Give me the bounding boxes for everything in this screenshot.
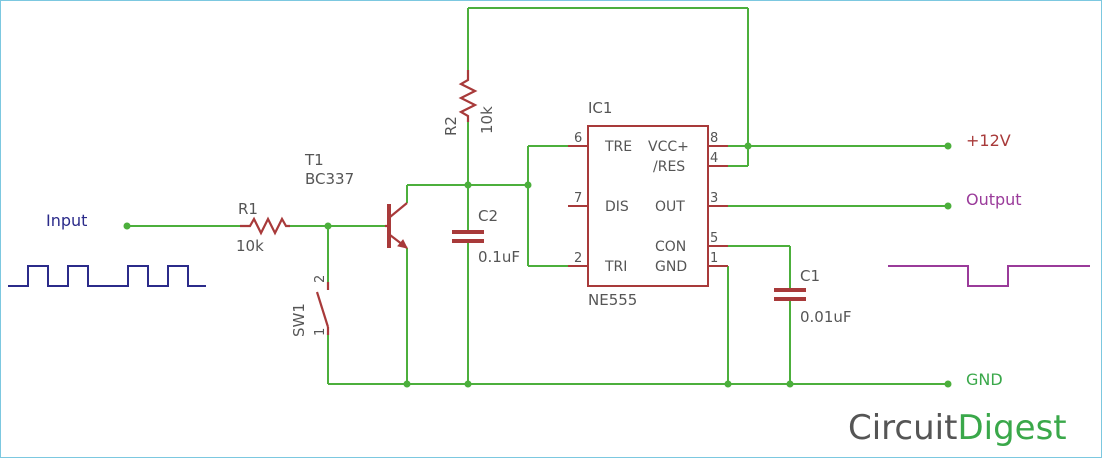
pin-res-label: /RES: [653, 159, 685, 175]
junction-gnd-pin1: [724, 380, 732, 388]
wires: [127, 7, 948, 385]
transistor-t1: [385, 202, 408, 249]
r2-name: R2: [442, 116, 460, 136]
logo-part-digest: Digest: [957, 408, 1066, 448]
junction-trig: [524, 181, 532, 189]
sw1-pin1: 1: [313, 328, 328, 336]
pin-tre-label: TRE: [604, 139, 632, 155]
ic-model: NE555: [588, 291, 637, 309]
terminal-vcc: [944, 142, 952, 150]
output-pulse-wave: [888, 265, 1090, 287]
junction-gnd-c2: [464, 380, 472, 388]
sw1-name: SW1: [290, 303, 308, 337]
pin-2-number: 2: [574, 251, 582, 266]
input-label: Input: [46, 211, 87, 230]
resistor-r2: [458, 70, 478, 122]
input-square-wave: [8, 265, 206, 287]
r1-value: 10k: [236, 237, 264, 255]
junction-gnd-c1: [786, 380, 794, 388]
pin-4-number: 4: [710, 151, 718, 166]
junctions: [123, 142, 952, 388]
pin-con-label: CON: [655, 239, 686, 255]
logo-text: CircuitDigest: [848, 408, 1067, 448]
ic-name: IC1: [588, 99, 612, 117]
t1-name: T1: [304, 151, 324, 169]
pin-gnd-label: GND: [655, 259, 687, 275]
junction-gnd-emitter: [403, 380, 411, 388]
terminal-input: [123, 222, 131, 230]
vcc-label: +12V: [966, 131, 1011, 150]
pin-3-number: 3: [710, 191, 718, 206]
c2-name: C2: [478, 207, 498, 225]
output-label: Output: [966, 190, 1022, 209]
pin-1-number: 1: [710, 251, 718, 266]
pin-tri-label: TRI: [604, 259, 627, 275]
junction-collector: [464, 181, 472, 189]
pin-8-number: 8: [710, 131, 718, 146]
r1-name: R1: [238, 200, 258, 218]
r2-value: 10k: [478, 106, 496, 134]
c1-name: C1: [800, 267, 820, 285]
pin-dis-label: DIS: [605, 199, 629, 215]
resistor-r1: [240, 216, 290, 236]
terminal-output: [944, 202, 952, 210]
capacitor-c1: [774, 288, 806, 301]
gnd-label: GND: [966, 370, 1003, 389]
pin-6-number: 6: [574, 131, 582, 146]
logo-part-circuit: Circuit: [848, 408, 957, 448]
pin-vcc-label: VCC+: [648, 139, 689, 155]
junction-vcc: [744, 142, 752, 150]
pin-5-number: 5: [710, 231, 718, 246]
ic-ne555: 6 7 2 8 4 3 5 1 TRE DIS TRI VCC+ /RES OU…: [568, 125, 728, 287]
pin-out-label: OUT: [655, 199, 685, 215]
terminal-gnd: [944, 380, 952, 388]
c2-value: 0.1uF: [478, 248, 520, 266]
pin-7-number: 7: [574, 191, 582, 206]
c1-value: 0.01uF: [800, 308, 852, 326]
switch-sw1: [315, 282, 330, 335]
junction-base: [324, 222, 332, 230]
circuitdigest-logo: CircuitDigest: [848, 408, 1067, 448]
capacitor-c2: [452, 230, 484, 243]
t1-model: BC337: [305, 170, 354, 188]
sw1-pin2: 2: [313, 275, 328, 283]
